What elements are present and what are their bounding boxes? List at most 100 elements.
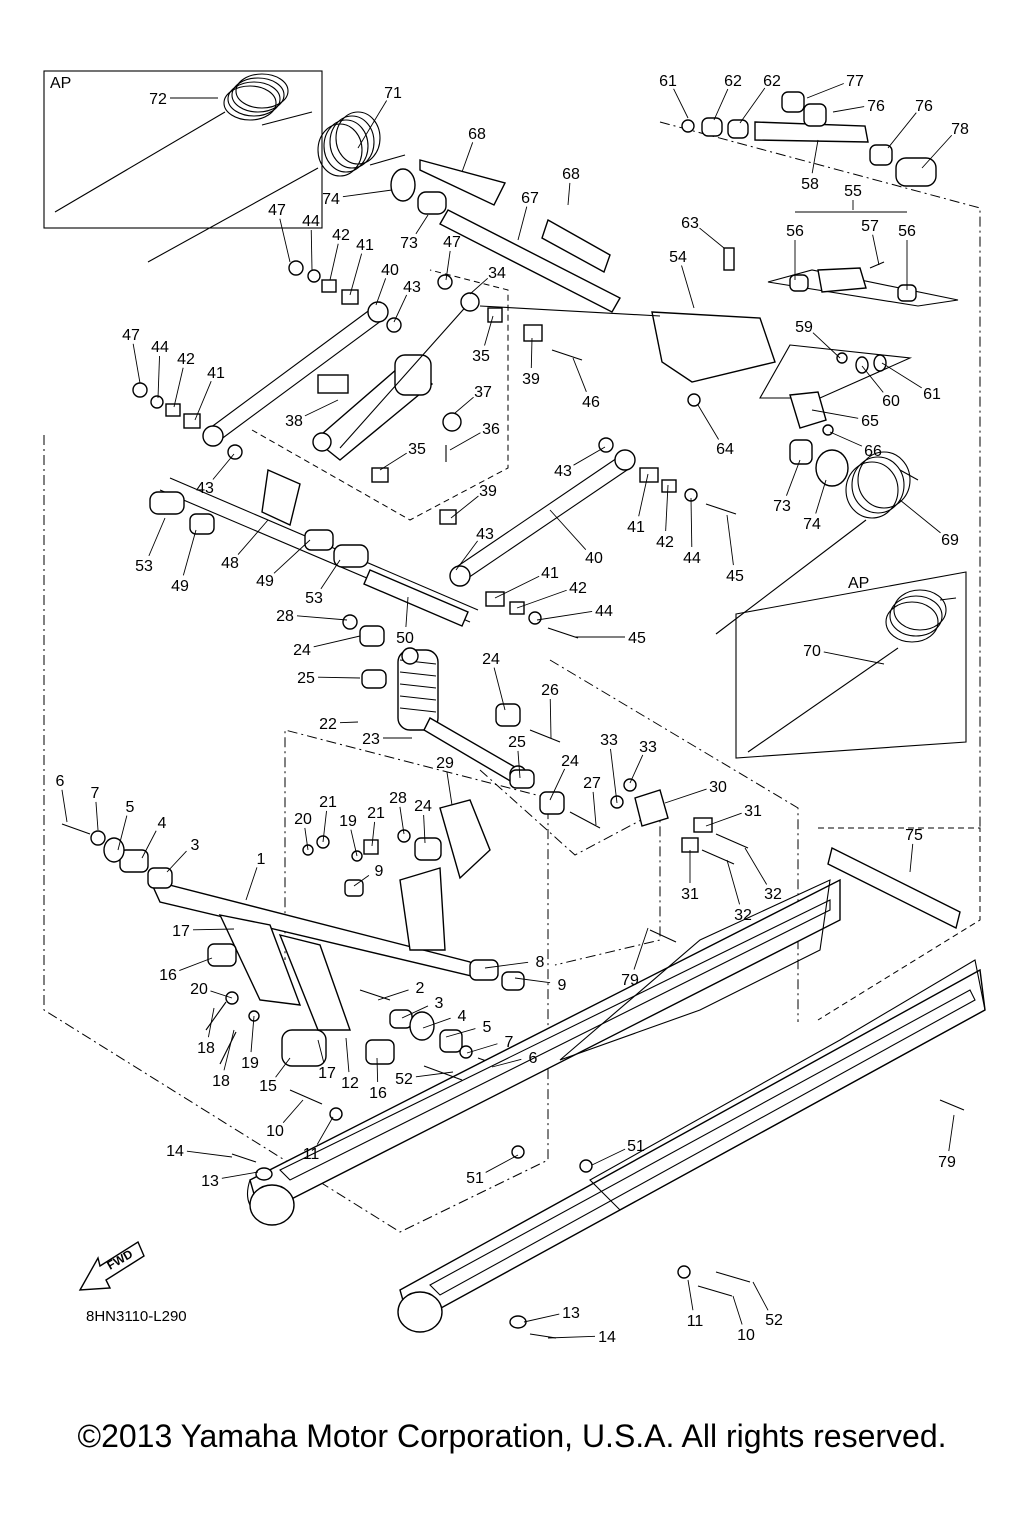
inset-torsion-spring-72: AP <box>43 70 323 229</box>
callout-c42d: 42 <box>569 580 587 597</box>
leader-line-c21a <box>322 810 327 843</box>
callout-c11b: 11 <box>687 1313 704 1330</box>
torsion-spring-71 <box>147 111 406 263</box>
leader-line-c74a <box>342 189 393 198</box>
leader-line-c3a <box>166 850 187 873</box>
callout-c39a: 39 <box>522 371 540 388</box>
leader-line-c43b <box>212 453 235 480</box>
pivot-arm-54 <box>479 247 776 407</box>
inset-label-ap-2: AP <box>848 575 869 592</box>
shaft-67 <box>439 209 621 313</box>
leader-line-c76b <box>887 112 917 149</box>
link-arm-40-upper <box>202 301 389 447</box>
callout-c45a: 45 <box>726 568 744 585</box>
callout-c25b: 25 <box>508 734 526 751</box>
leader-line-c21b <box>371 821 376 847</box>
leader-line-c46 <box>572 357 587 392</box>
leader-line-c1 <box>245 867 258 901</box>
callout-c5a: 5 <box>126 799 135 816</box>
callout-c33b: 33 <box>639 739 657 756</box>
leader-line-c49a <box>182 529 197 576</box>
cover-68-b <box>541 218 611 274</box>
callout-c56a: 56 <box>786 223 804 240</box>
rail-hardware <box>231 929 965 1339</box>
callout-c39b: 39 <box>479 483 497 500</box>
callout-c29: 29 <box>436 755 454 772</box>
callout-c10b: 10 <box>737 1327 755 1344</box>
bracket-30 <box>610 778 749 865</box>
callout-c68b: 68 <box>562 166 580 183</box>
callout-c3a: 3 <box>191 837 200 854</box>
callout-c20a: 20 <box>294 811 312 828</box>
collar-25-b <box>509 769 535 789</box>
callout-c28a: 28 <box>276 608 294 625</box>
leader-line-c61a <box>673 88 689 119</box>
leader-line-c50 <box>405 596 409 628</box>
leader-line-c33a <box>610 748 618 804</box>
callout-c57: 57 <box>861 218 879 235</box>
leader-line-c28b <box>399 806 405 835</box>
callout-c28b: 28 <box>389 790 407 807</box>
leader-line-c14b <box>547 1335 596 1339</box>
callout-c13b: 13 <box>562 1305 580 1322</box>
callout-c42a: 42 <box>332 227 350 244</box>
leader-line-c76a <box>832 106 865 113</box>
leader-line-c38 <box>304 399 339 417</box>
bolt-46 <box>551 349 583 361</box>
callout-c61b: 61 <box>923 386 941 403</box>
small-hardware-upper-left <box>132 260 453 460</box>
leader-line-c24c <box>549 768 566 801</box>
leader-line-c17b <box>317 1039 325 1063</box>
callout-c42b: 42 <box>177 351 195 368</box>
callout-c40b: 40 <box>585 550 603 567</box>
leader-line-c73b <box>786 459 801 496</box>
callout-c52b: 52 <box>765 1312 783 1329</box>
callout-c6a: 6 <box>56 773 65 790</box>
callout-c58: 58 <box>801 176 819 193</box>
callout-c48: 48 <box>221 555 239 572</box>
leader-line-c13a <box>221 1171 259 1179</box>
callout-c43b: 43 <box>196 480 214 497</box>
leader-line-c79b <box>948 1114 955 1152</box>
callout-c46: 46 <box>582 394 600 411</box>
callout-c54: 54 <box>669 249 687 266</box>
callout-c21b: 21 <box>367 805 385 822</box>
leader-line-c58 <box>811 139 819 174</box>
callout-c32a: 32 <box>764 886 782 903</box>
copyright-notice: ©2013 Yamaha Motor Corporation, U.S.A. A… <box>77 1418 947 1454</box>
callout-c20b: 20 <box>190 981 208 998</box>
leader-line-c64 <box>697 404 720 440</box>
callout-c79b: 79 <box>938 1154 956 1171</box>
leader-line-c41d <box>494 575 540 599</box>
callout-c37: 37 <box>474 384 492 401</box>
leader-line-c52a <box>415 1071 454 1078</box>
callout-c49b: 49 <box>256 573 274 590</box>
leader-line-c54 <box>681 265 695 309</box>
leader-line-c24a <box>313 635 361 648</box>
callout-c15: 15 <box>259 1078 277 1095</box>
leader-line-c5a <box>117 815 128 851</box>
leader-line-c42c <box>665 484 669 532</box>
callout-c70: 70 <box>803 643 821 660</box>
callout-c31a: 31 <box>744 803 762 820</box>
leader-line-c67 <box>517 206 528 241</box>
leader-line-c2 <box>377 989 409 1001</box>
collar-35-a <box>487 307 503 323</box>
leader-line-c62b <box>739 87 766 124</box>
leader-line-c4a <box>141 830 157 859</box>
callout-c72: 72 <box>149 91 167 108</box>
callout-c22: 22 <box>319 716 337 733</box>
collar-24-b <box>495 703 521 727</box>
leader-line-c47a <box>279 218 291 263</box>
leader-line-c66 <box>829 431 863 447</box>
collar-39-b <box>439 509 457 525</box>
leader-line-c5b <box>445 1028 476 1038</box>
leader-line-c6b <box>491 1058 522 1068</box>
callout-c50: 50 <box>396 630 414 647</box>
leader-line-c14a <box>186 1150 233 1158</box>
callout-c9a: 9 <box>375 863 384 880</box>
callout-c59: 59 <box>795 319 813 336</box>
callout-c43a: 43 <box>403 279 421 296</box>
callout-c55: 55 <box>844 183 862 200</box>
shaft-50 <box>363 569 469 627</box>
